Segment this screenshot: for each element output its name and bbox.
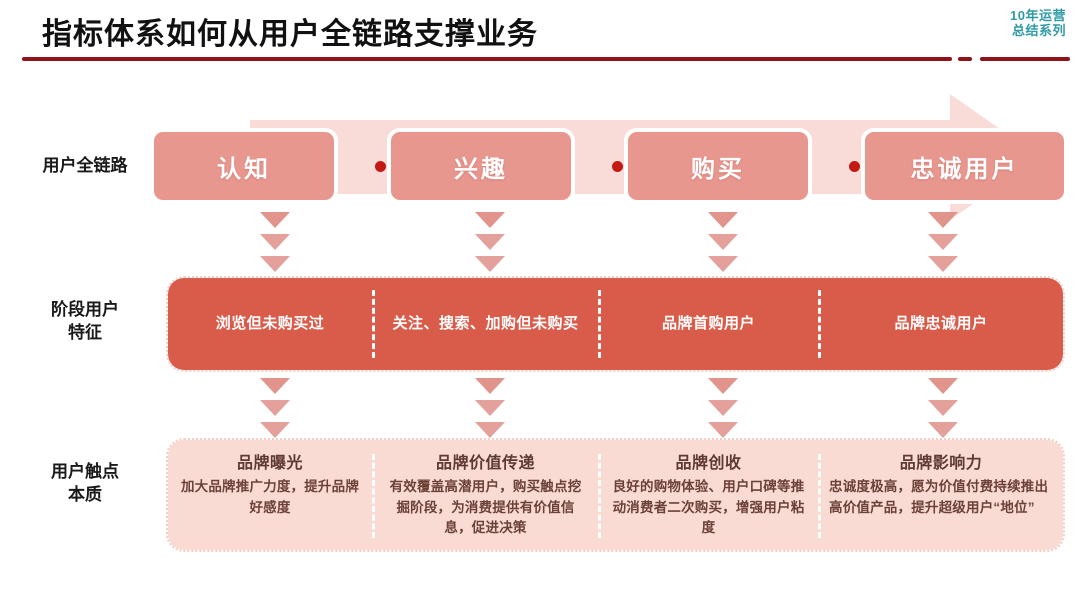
cell-divider xyxy=(598,454,601,538)
stage-box-loyalty[interactable]: 忠诚用户 xyxy=(861,128,1068,204)
chevron-group-down xyxy=(260,212,290,278)
chevron-down-icon xyxy=(475,234,505,250)
stage-box-interest[interactable]: 兴趣 xyxy=(387,128,575,204)
touchpoint-title: 品牌创收 xyxy=(675,455,742,472)
stage-box-purchase[interactable]: 购买 xyxy=(624,128,812,204)
series-badge-line1: 10年运营 xyxy=(1010,8,1066,23)
chevron-down-icon xyxy=(928,212,958,228)
chevron-down-icon xyxy=(928,234,958,250)
chevron-down-icon xyxy=(708,400,738,416)
touchpoint-cell-exposure[interactable]: 品牌曝光 加大品牌推广力度，提升品牌好感度 xyxy=(168,440,372,550)
touchpoint-cell-value-delivery[interactable]: 品牌价值传递 有效覆盖高潜用户，购买触点挖掘阶段，为消费提供有价值信息，促进决策 xyxy=(373,440,598,550)
chevron-group-down xyxy=(475,378,505,444)
chevron-down-icon xyxy=(260,256,290,272)
cell-divider xyxy=(372,454,375,538)
title-divider-main xyxy=(22,57,952,61)
chevron-down-icon xyxy=(260,212,290,228)
row-label-characteristics-line1: 阶段用户 xyxy=(51,300,119,319)
characteristic-cell-loyalty[interactable]: 品牌忠诚用户 xyxy=(894,314,988,332)
row-label-stage: 用户全链路 xyxy=(42,156,128,175)
characteristics-band: 浏览但未购买过 关注、搜索、加购但未购买 品牌首购用户 品牌忠诚用户 xyxy=(166,276,1065,372)
row-label-touchpoints-line1: 用户触点 xyxy=(51,462,119,481)
chevron-down-icon xyxy=(928,400,958,416)
chevron-down-icon xyxy=(928,256,958,272)
chevron-group-down xyxy=(260,378,290,444)
touchpoint-title: 品牌曝光 xyxy=(236,455,303,472)
touchpoint-body: 忠诚度极高，愿为价值付费持续推出高价值产品，提升超级用户“地位” xyxy=(829,479,1049,515)
chevron-group-down xyxy=(928,212,958,278)
chevron-down-icon xyxy=(260,234,290,250)
chevron-down-icon xyxy=(708,422,738,438)
chevron-group-down xyxy=(708,212,738,278)
row-label-characteristics-line2: 特征 xyxy=(68,322,102,342)
chevron-down-icon xyxy=(260,400,290,416)
chevron-down-icon xyxy=(475,400,505,416)
chevron-down-icon xyxy=(928,378,958,394)
row-label-touchpoints: 用户触点 本质 xyxy=(10,461,160,507)
stage-box-awareness[interactable]: 认知 xyxy=(150,128,338,204)
chevron-down-icon xyxy=(928,422,958,438)
stage-separator-dot xyxy=(849,161,860,172)
row-label-characteristics: 阶段用户 特征 xyxy=(10,299,160,345)
cell-divider xyxy=(372,290,375,358)
cell-divider xyxy=(598,290,601,358)
series-badge: 10年运营 总结系列 xyxy=(1010,8,1066,39)
chevron-down-icon xyxy=(475,256,505,272)
chevron-group-down xyxy=(928,378,958,444)
chevron-down-icon xyxy=(708,234,738,250)
characteristic-cell-awareness[interactable]: 浏览但未购买过 xyxy=(215,314,325,332)
touchpoint-body: 有效覆盖高潜用户，购买触点挖掘阶段，为消费提供有价值信息，促进决策 xyxy=(389,479,582,536)
chevron-down-icon xyxy=(708,378,738,394)
characteristic-cell-purchase[interactable]: 品牌首购用户 xyxy=(661,314,755,332)
chevron-down-icon xyxy=(260,378,290,394)
touchpoint-title: 品牌价值传递 xyxy=(435,455,535,472)
chevron-down-icon xyxy=(708,212,738,228)
touchpoints-band: 品牌曝光 加大品牌推广力度，提升品牌好感度 品牌价值传递 有效覆盖高潜用户，购买… xyxy=(166,438,1065,552)
touchpoint-cell-influence[interactable]: 品牌影响力 忠诚度极高，愿为价值付费持续推出高价值产品，提升超级用户“地位” xyxy=(819,440,1063,550)
series-badge-line2: 总结系列 xyxy=(1011,23,1066,39)
cell-divider xyxy=(818,454,821,538)
chevron-down-icon xyxy=(475,212,505,228)
chevron-down-icon xyxy=(260,422,290,438)
stage-row: 认知 兴趣 购买 忠诚用户 xyxy=(150,128,1068,204)
chevron-group-down xyxy=(475,212,505,278)
chevron-down-icon xyxy=(708,256,738,272)
stage-separator-dot xyxy=(375,161,386,172)
cell-divider xyxy=(818,290,821,358)
touchpoint-body: 加大品牌推广力度，提升品牌好感度 xyxy=(180,479,360,515)
title-divider-end xyxy=(980,57,1070,61)
page-title: 指标体系如何从用户全链路支撑业务 xyxy=(42,18,538,51)
chevron-group-down xyxy=(708,378,738,444)
touchpoint-title: 品牌影响力 xyxy=(899,455,983,472)
chevron-down-icon xyxy=(475,378,505,394)
row-label-touchpoints-line2: 本质 xyxy=(68,484,102,504)
touchpoint-body: 良好的购物体验、用户口碑等推动消费者二次购买，增强用户粘度 xyxy=(612,479,805,536)
touchpoint-cell-revenue[interactable]: 品牌创收 良好的购物体验、用户口碑等推动消费者二次购买，增强用户粘度 xyxy=(599,440,818,550)
chevron-down-icon xyxy=(475,422,505,438)
title-divider-dash xyxy=(958,57,972,61)
stage-separator-dot xyxy=(612,161,623,172)
characteristic-cell-interest[interactable]: 关注、搜索、加购但未购买 xyxy=(392,314,579,332)
